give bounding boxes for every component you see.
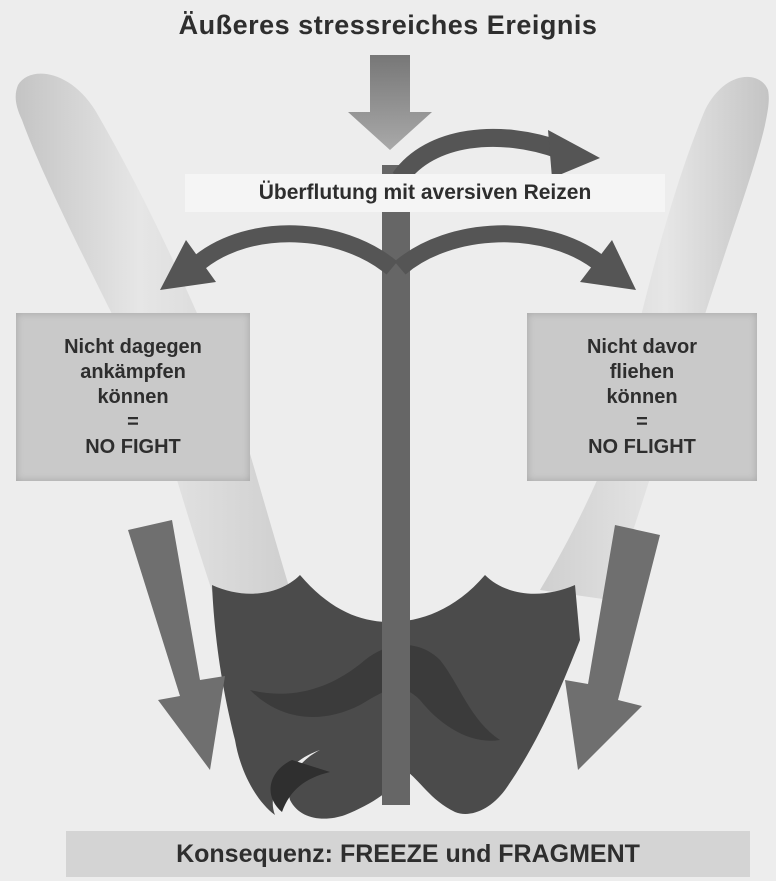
- no-flight-line-4: =: [636, 410, 648, 435]
- consequence-banner: Konsequenz: FREEZE und FRAGMENT: [66, 831, 750, 877]
- left-branch-arrow: [200, 234, 392, 268]
- no-flight-line-3: können: [606, 385, 677, 410]
- no-fight-line-3: können: [97, 385, 168, 410]
- flood-label: Überflutung mit aversiven Reizen: [185, 174, 665, 212]
- page-title: Äußeres stressreiches Ereignis: [0, 10, 776, 41]
- no-flight-line-5: NO FLIGHT: [588, 435, 696, 460]
- top-down-arrow: [348, 55, 432, 150]
- no-fight-line-1: Nicht dagegen: [64, 335, 202, 360]
- no-fight-box: Nicht dagegen ankämpfen können = NO FIGH…: [16, 313, 250, 481]
- no-fight-line-2: ankämpfen: [80, 360, 186, 385]
- upper-curved-arrowhead: [548, 130, 600, 178]
- no-fight-line-4: =: [127, 410, 139, 435]
- no-flight-line-1: Nicht davor: [587, 335, 697, 360]
- no-fight-line-5: NO FIGHT: [85, 435, 181, 460]
- right-branch-arrow: [400, 234, 598, 268]
- no-flight-line-2: fliehen: [610, 360, 674, 385]
- upper-curved-arrow: [400, 138, 560, 178]
- no-flight-box: Nicht davor fliehen können = NO FLIGHT: [527, 313, 757, 481]
